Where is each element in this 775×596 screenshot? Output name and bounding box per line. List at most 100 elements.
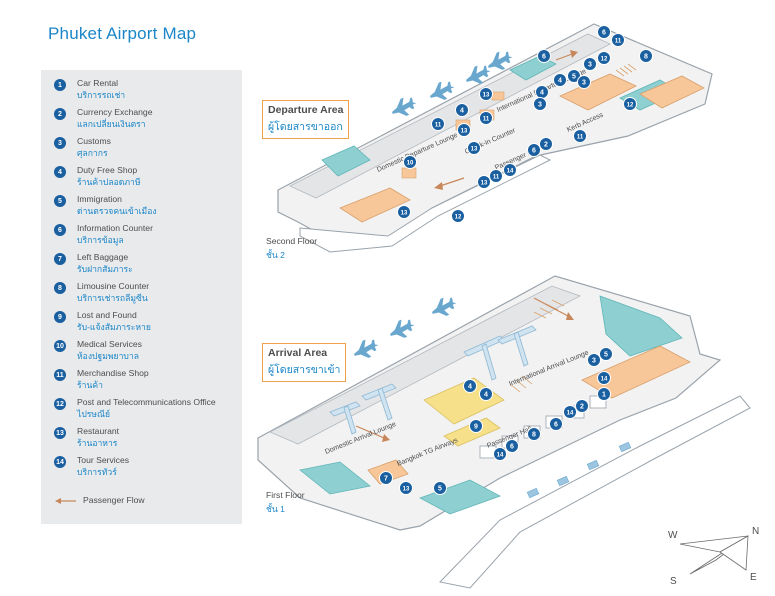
legend-marker-icon: 9 — [54, 311, 66, 323]
svg-text:11: 11 — [435, 122, 442, 128]
facility-marker-icon: 13 — [467, 141, 481, 155]
facility-marker-icon: 5 — [599, 347, 613, 361]
legend-label: Currency Exchange — [77, 107, 153, 117]
svg-text:4: 4 — [484, 391, 488, 398]
facility-marker-icon: 14 — [503, 163, 517, 177]
facility-marker-icon: 11 — [479, 111, 493, 125]
facility-marker-icon: 2 — [539, 137, 553, 151]
legend-label-th: แลกเปลี่ยนเงินตรา — [77, 119, 146, 129]
legend-marker-icon: 8 — [54, 282, 66, 294]
legend-label: Immigration — [77, 194, 122, 204]
facility-marker-icon: 12 — [451, 209, 465, 223]
svg-text:14: 14 — [567, 410, 574, 416]
second-floor-th: ชั้น 2 — [266, 250, 285, 260]
facility-marker-icon: 3 — [587, 353, 601, 367]
legend-marker-icon: 14 — [54, 456, 66, 468]
legend-label: Merchandise Shop — [77, 368, 149, 378]
svg-text:13: 13 — [461, 128, 468, 134]
svg-text:3: 3 — [538, 101, 542, 108]
svg-text:12: 12 — [627, 102, 634, 108]
facility-marker-icon: 12 — [623, 97, 637, 111]
legend-label: Duty Free Shop — [77, 165, 138, 175]
facility-marker-icon: 4 — [535, 85, 549, 99]
arrival-area-box: Arrival Area ผู้โดยสารขาเข้า — [262, 343, 347, 382]
legend-marker-icon: 10 — [54, 340, 66, 352]
svg-text:8: 8 — [532, 431, 536, 438]
second-floor-en: Second Floor — [266, 236, 318, 246]
svg-text:4: 4 — [468, 383, 472, 390]
legend-label: Lost and Found — [77, 310, 137, 320]
svg-text:13: 13 — [401, 210, 408, 216]
legend-label-th: รับฝากสัมภาระ — [77, 264, 133, 274]
legend-label-th: ร้านค้าปลอดภาษี — [77, 177, 141, 187]
svg-text:12: 12 — [455, 214, 462, 220]
facility-marker-icon: 13 — [399, 481, 413, 495]
svg-text:13: 13 — [481, 180, 488, 186]
facility-marker-icon: 4 — [479, 387, 493, 401]
compass-south: S — [670, 576, 677, 587]
departure-area-box: Departure Area ผู้โดยสารขาออก — [262, 100, 350, 139]
legend-marker-icon: 1 — [54, 79, 66, 91]
svg-text:5: 5 — [604, 351, 608, 358]
facility-marker-icon: 11 — [489, 169, 503, 183]
legend-label: Customs — [77, 136, 111, 146]
svg-text:13: 13 — [471, 146, 478, 152]
svg-text:13: 13 — [403, 486, 410, 492]
svg-text:11: 11 — [615, 38, 622, 44]
legend-label-th: ห้องปฐมพยาบาล — [77, 351, 139, 361]
facility-marker-icon: 11 — [573, 129, 587, 143]
first-floor-en: First Floor — [266, 490, 305, 500]
first-floor-label: First Floor ชั้น 1 — [266, 490, 305, 516]
first-floor-th: ชั้น 1 — [266, 504, 285, 514]
svg-text:5: 5 — [572, 73, 576, 80]
legend-label: Information Counter — [77, 223, 153, 233]
legend-label-th: ด่านตรวจคนเข้าเมือง — [77, 206, 157, 216]
departure-area-title-th: ผู้โดยสารขาออก — [268, 121, 343, 133]
legend-label-th: ศุลกากร — [77, 148, 108, 158]
facility-marker-icon: 4 — [463, 379, 477, 393]
facility-marker-icon: 11 — [611, 33, 625, 47]
svg-text:6: 6 — [542, 53, 546, 60]
facility-marker-icon: 4 — [455, 103, 469, 117]
svg-text:6: 6 — [510, 443, 514, 450]
legend-marker-icon: 4 — [54, 166, 66, 178]
compass-rose: W N S E — [668, 526, 759, 587]
facility-marker-icon: 13 — [479, 87, 493, 101]
legend-item: 2 Currency Exchange แลกเปลี่ยนเงินตรา — [41, 105, 242, 134]
legend-label-th: รับ-แจ้งสัมภาระหาย — [77, 322, 151, 332]
legend-label-th: ร้านค้า — [77, 380, 103, 390]
svg-text:14: 14 — [601, 376, 608, 382]
legend-marker-icon: 6 — [54, 224, 66, 236]
passenger-flow-arrow-icon — [55, 497, 76, 504]
legend-label: Car Rental — [77, 78, 119, 88]
facility-marker-icon: 1 — [597, 387, 611, 401]
legend-marker-icon: 12 — [54, 398, 66, 410]
facility-marker-icon: 7 — [379, 471, 393, 485]
facility-marker-icon: 6 — [549, 417, 563, 431]
compass-east: E — [750, 572, 757, 583]
legend-label: Post and Telecommunications Office — [77, 397, 216, 407]
legend-marker-icon: 13 — [54, 427, 66, 439]
arrival-area-title: Arrival Area — [268, 347, 328, 359]
svg-text:10: 10 — [407, 160, 414, 166]
facility-marker-icon: 3 — [583, 57, 597, 71]
legend-marker-icon: 2 — [54, 108, 66, 120]
facility-marker-icon: 13 — [397, 205, 411, 219]
departure-area-title: Departure Area — [268, 104, 344, 116]
passenger-flow-label: Passenger Flow — [83, 495, 145, 505]
departure-floor-plan: Domestic Departure Lounge International … — [277, 23, 713, 253]
facility-marker-icon: 4 — [553, 73, 567, 87]
arrival-area-title-th: ผู้โดยสารขาเข้า — [268, 364, 341, 376]
svg-text:4: 4 — [558, 77, 562, 84]
page-title: Phuket Airport Map — [48, 24, 197, 43]
facility-marker-icon: 5 — [433, 481, 447, 495]
svg-text:6: 6 — [602, 29, 606, 36]
